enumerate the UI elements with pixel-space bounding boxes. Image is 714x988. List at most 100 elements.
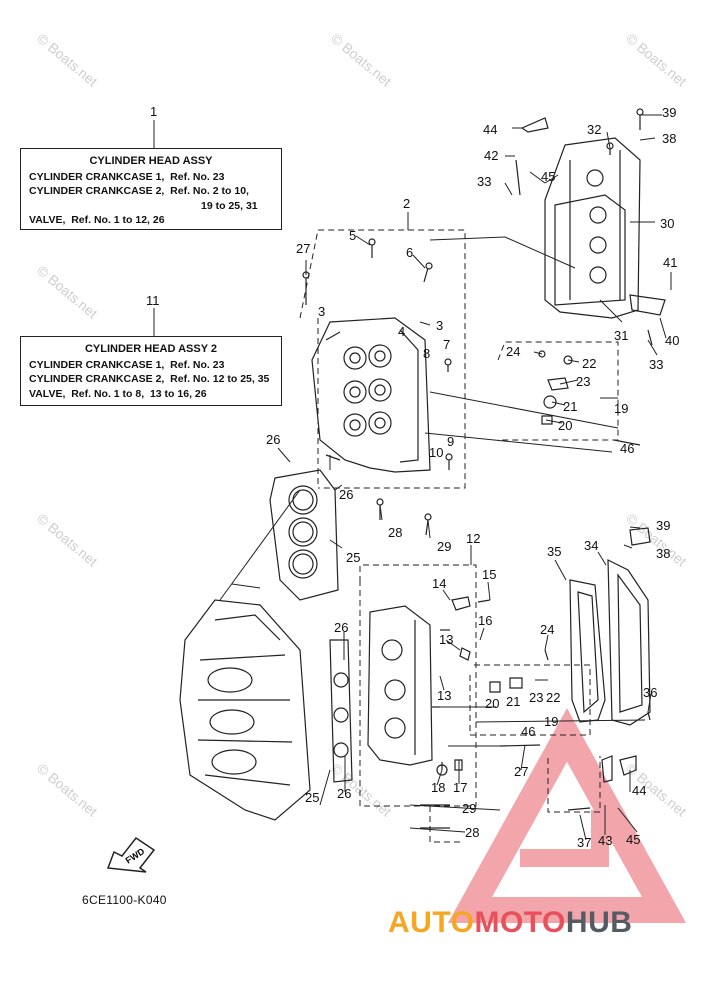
callout-27: 27: [296, 241, 310, 256]
callout-37: 37: [577, 835, 591, 850]
watermark: © Boats.net: [328, 30, 395, 89]
callout-35: 35: [547, 544, 561, 559]
callout-42: 42: [484, 148, 498, 163]
callout-40: 40: [665, 333, 679, 348]
callout-24: 24: [506, 344, 520, 359]
legend-line: VALVE, Ref. No. 1 to 12, 26: [29, 214, 165, 226]
legend-title: CYLINDER HEAD ASSY: [89, 155, 213, 167]
callout-15: 15: [482, 567, 496, 582]
watermark: © Boats.net: [34, 510, 101, 569]
callout-22: 22: [546, 690, 560, 705]
brand-part-moto: MOTO: [474, 906, 566, 939]
callout-31: 31: [614, 328, 628, 343]
brand-part-auto: AUTO: [388, 906, 475, 939]
callout-7: 7: [443, 337, 450, 352]
legend-line: CYLINDER CRANKCASE 1, Ref. No. 23: [29, 358, 225, 371]
callout-9: 9: [447, 434, 454, 449]
callout-3: 3: [436, 318, 443, 333]
callout-30: 30: [660, 216, 674, 231]
callout-44: 44: [483, 122, 497, 137]
callout-17: 17: [453, 780, 467, 795]
brand-wordmark: AUTOMOTOHUB: [388, 906, 632, 940]
callout-39: 39: [662, 105, 676, 120]
callout-26: 26: [266, 432, 280, 447]
callout-5: 5: [349, 228, 356, 243]
watermark: © Boats.net: [623, 30, 690, 89]
callout-25: 25: [305, 790, 319, 805]
callout-10: 10: [429, 445, 443, 460]
upper-cylinder-head: [311, 317, 431, 473]
legend-cylinder-head-assy: CYLINDER HEAD ASSY CYLINDER CRANKCASE 1,…: [20, 148, 282, 230]
callout-8: 8: [423, 346, 430, 361]
callout-23: 23: [576, 374, 590, 389]
callout-11: 11: [146, 293, 160, 308]
callout-20: 20: [558, 418, 572, 433]
legend-line: 19 to 25, 31: [201, 199, 258, 212]
callout-26: 26: [334, 620, 348, 635]
drawing-code: 6CE1100-K040: [82, 893, 167, 907]
callout-33: 33: [649, 357, 663, 372]
legend-line: CYLINDER CRANKCASE 2, Ref. No. 2 to 10,: [29, 185, 249, 197]
callout-28: 28: [388, 525, 402, 540]
callout-44: 44: [632, 783, 646, 798]
callout-3: 3: [318, 304, 325, 319]
callout-25: 25: [346, 550, 360, 565]
callout-39: 39: [656, 518, 670, 533]
callout-16: 16: [478, 613, 492, 628]
legend-line: CYLINDER CRANKCASE 2, Ref. No. 12 to 25,…: [29, 373, 270, 385]
lower-cylinder-head: [367, 605, 433, 766]
legend-title: CYLINDER HEAD ASSY 2: [84, 343, 218, 355]
callout-38: 38: [656, 546, 670, 561]
callout-36: 36: [643, 685, 657, 700]
callout-33: 33: [477, 174, 491, 189]
callout-14: 14: [432, 576, 446, 591]
part-drawings: [106, 108, 666, 873]
watermark: © Boats.net: [34, 30, 101, 89]
callout-19: 19: [614, 401, 628, 416]
callout-45: 45: [541, 169, 555, 184]
callout-13: 13: [437, 688, 451, 703]
callout-43: 43: [598, 833, 612, 848]
callout-29: 29: [462, 801, 476, 816]
callout-38: 38: [662, 131, 676, 146]
callout-29: 29: [437, 539, 451, 554]
callout-4: 4: [398, 324, 405, 339]
callout-21: 21: [506, 694, 520, 709]
lower-head-cover-gasket: [569, 579, 606, 723]
legend-line: VALVE, Ref. No. 1 to 8, 13 to 16, 26: [29, 387, 207, 400]
lower-head-gasket: [329, 639, 353, 783]
callout-32: 32: [587, 122, 601, 137]
callout-28: 28: [465, 825, 479, 840]
crankcase-block: [179, 599, 311, 821]
callout-1: 1: [150, 104, 157, 119]
callout-21: 21: [563, 399, 577, 414]
callout-24: 24: [540, 622, 554, 637]
callout-13: 13: [439, 632, 453, 647]
callout-22: 22: [582, 356, 596, 371]
callout-19: 19: [544, 714, 558, 729]
callout-34: 34: [584, 538, 598, 553]
callout-numbers: 1 11 2 3 3 4 5 6 7 8 9 10 12 13 13 14 15…: [146, 104, 679, 850]
fasteners: [302, 108, 666, 829]
callout-23: 23: [529, 690, 543, 705]
callout-26: 26: [339, 487, 353, 502]
legend-cylinder-head-assy-2: CYLINDER HEAD ASSY 2 CYLINDER CRANKCASE …: [20, 336, 282, 406]
legend-line: CYLINDER CRANKCASE 1, Ref. No. 23: [29, 170, 225, 183]
upper-head-cover: [544, 137, 641, 319]
callout-12: 12: [466, 531, 480, 546]
assembly-outlines: [299, 229, 619, 843]
brand-part-hub: HUB: [565, 906, 633, 939]
watermark: © Boats.net: [34, 760, 101, 819]
callout-18: 18: [431, 780, 445, 795]
callout-2: 2: [403, 196, 410, 211]
brand-logo-icon: [447, 708, 687, 923]
callout-41: 41: [663, 255, 677, 270]
lower-head-cover: [607, 559, 651, 726]
callout-46: 46: [620, 441, 634, 456]
upper-head-gasket: [269, 469, 339, 601]
forward-arrow-icon: [106, 836, 156, 873]
watermark: © Boats.net: [34, 262, 101, 321]
callout-20: 20: [485, 696, 499, 711]
callout-26: 26: [337, 786, 351, 801]
